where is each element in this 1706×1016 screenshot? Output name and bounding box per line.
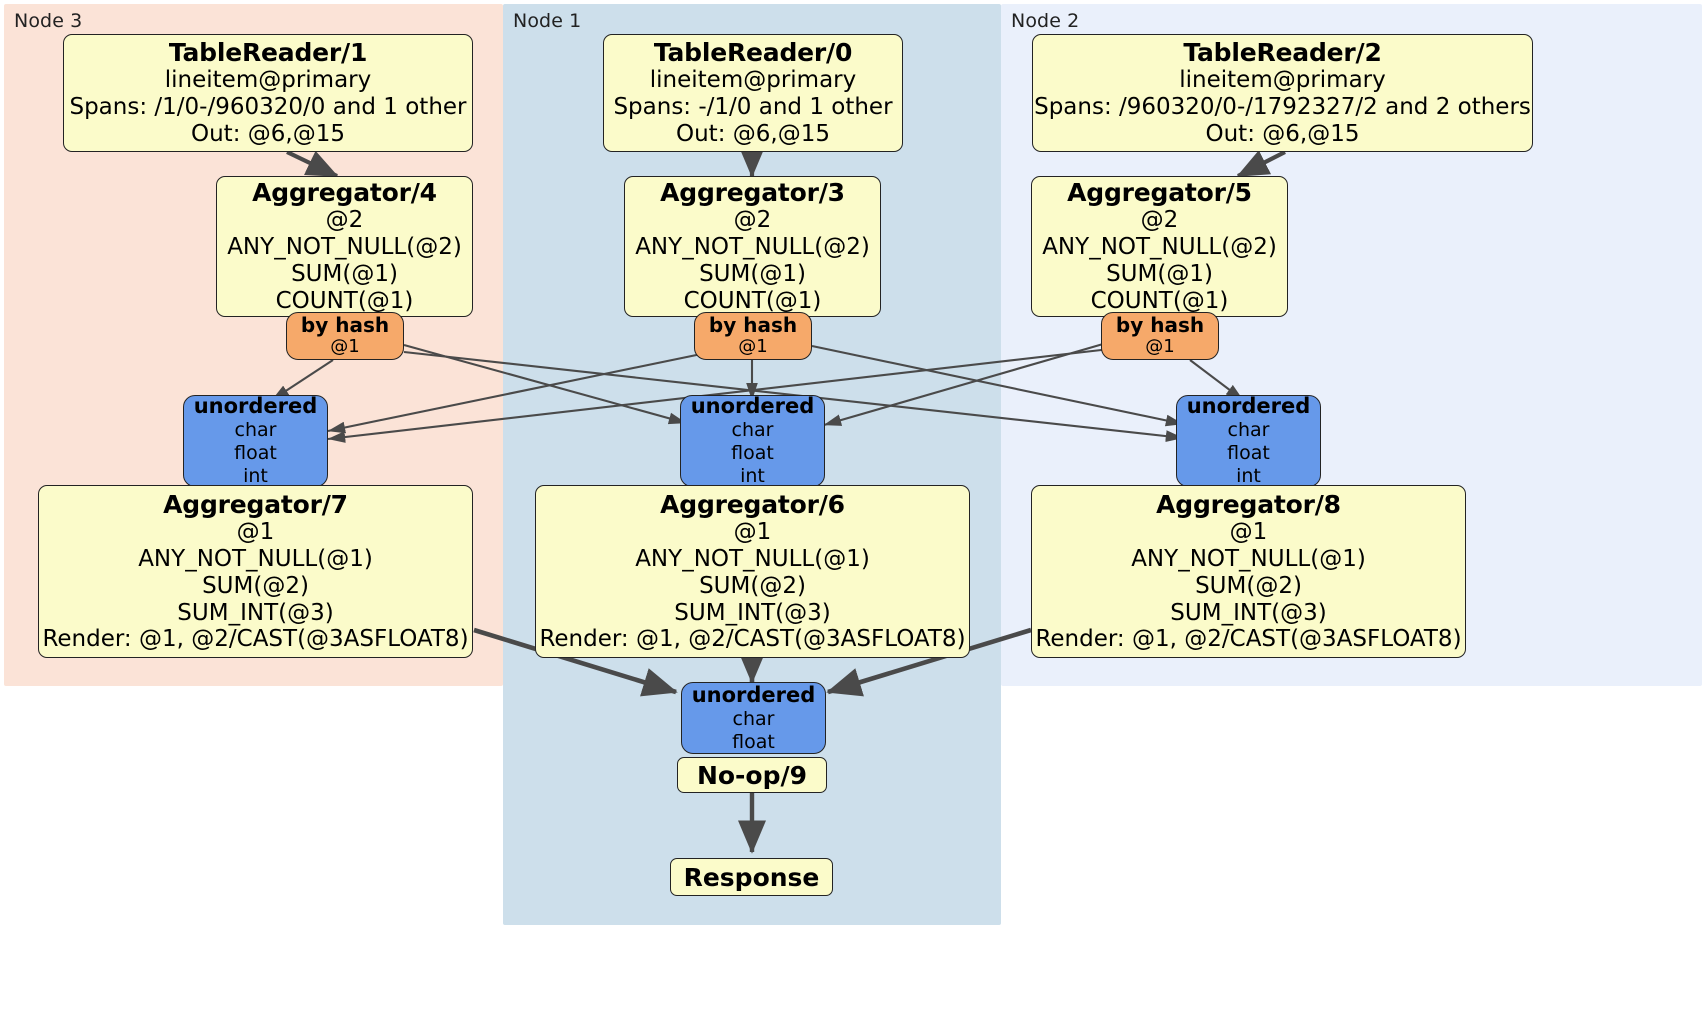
processor-aggregator-6[interactable]: Aggregator/6 @1 ANY_NOT_NULL(@1) SUM(@2)…: [535, 485, 970, 658]
processor-func-3: SUM_INT(@3): [674, 599, 831, 626]
processor-out: Out: @6,@15: [676, 121, 830, 148]
processor-func-1: ANY_NOT_NULL(@1): [635, 545, 870, 572]
node-panel-label-node1: Node 1: [513, 10, 582, 32]
processor-func-1: ANY_NOT_NULL(@1): [1131, 545, 1366, 572]
processor-noop-9[interactable]: No-op/9: [677, 757, 827, 793]
processor-func-1: ANY_NOT_NULL(@2): [1042, 234, 1277, 261]
input-synchronizer-unordered-left[interactable]: unordered char float int: [183, 394, 328, 487]
processor-title: Aggregator/7: [163, 489, 348, 519]
receiver-type-3: int: [243, 465, 268, 487]
processor-group: @1: [1229, 518, 1268, 545]
processor-func-1: ANY_NOT_NULL(@2): [227, 234, 462, 261]
router-title: by hash: [1115, 312, 1205, 337]
processor-func-2: SUM(@1): [291, 261, 398, 288]
processor-group: @2: [325, 207, 364, 234]
processor-tablereader-0[interactable]: TableReader/0 lineitem@primary Spans: -/…: [603, 34, 903, 152]
processor-tablereader-1[interactable]: TableReader/1 lineitem@primary Spans: /1…: [63, 34, 473, 152]
output-router-by-hash-center[interactable]: by hash @1: [694, 312, 812, 360]
router-column: @1: [330, 336, 360, 358]
router-title: by hash: [300, 312, 390, 337]
node-panel-label-node2: Node 2: [1011, 10, 1080, 32]
processor-func-2: SUM(@2): [699, 572, 806, 599]
response-title: Response: [683, 862, 820, 892]
edge-tablereader-to-aggregator: [286, 145, 1286, 178]
processor-aggregator-5[interactable]: Aggregator/5 @2 ANY_NOT_NULL(@2) SUM(@1)…: [1031, 176, 1288, 317]
node-response[interactable]: Response: [670, 858, 833, 896]
receiver-title: unordered: [193, 394, 318, 419]
processor-aggregator-8[interactable]: Aggregator/8 @1 ANY_NOT_NULL(@1) SUM(@2)…: [1031, 485, 1466, 658]
input-synchronizer-unordered-center[interactable]: unordered char float int: [680, 394, 825, 487]
processor-title: TableReader/0: [653, 38, 853, 68]
processor-func-2: SUM(@1): [1106, 261, 1213, 288]
processor-group: @1: [236, 518, 275, 545]
router-column: @1: [1145, 336, 1175, 358]
input-synchronizer-unordered-final[interactable]: unordered char float: [681, 682, 826, 754]
processor-title: Aggregator/8: [1156, 489, 1341, 519]
processor-func-3: COUNT(@1): [683, 288, 822, 315]
processor-func-3: SUM_INT(@3): [1170, 599, 1327, 626]
processor-group: @1: [733, 518, 772, 545]
processor-func-3: COUNT(@1): [1090, 288, 1229, 315]
processor-title: Aggregator/4: [252, 178, 437, 208]
router-column: @1: [738, 336, 768, 358]
processor-func-2: SUM(@2): [1195, 572, 1302, 599]
processor-aggregator-3[interactable]: Aggregator/3 @2 ANY_NOT_NULL(@2) SUM(@1)…: [624, 176, 881, 317]
receiver-title: unordered: [691, 682, 816, 707]
processor-aggregator-7[interactable]: Aggregator/7 @1 ANY_NOT_NULL(@1) SUM(@2)…: [38, 485, 473, 658]
processor-func-2: SUM(@1): [699, 261, 806, 288]
node-panel-label-node3: Node 3: [14, 10, 83, 32]
receiver-type-2: float: [731, 442, 774, 465]
processor-source: lineitem@primary: [649, 67, 857, 94]
processor-render: Render: @1, @2/CAST(@3ASFLOAT8): [539, 626, 966, 653]
processor-aggregator-4[interactable]: Aggregator/4 @2 ANY_NOT_NULL(@2) SUM(@1)…: [216, 176, 473, 317]
processor-source: lineitem@primary: [1179, 67, 1386, 94]
receiver-type-2: float: [1227, 442, 1270, 465]
processor-func-1: ANY_NOT_NULL(@1): [138, 545, 373, 572]
processor-group: @2: [1140, 207, 1179, 234]
receiver-title: unordered: [1186, 394, 1311, 419]
receiver-type-2: float: [732, 730, 775, 753]
processor-title: Aggregator/5: [1067, 178, 1252, 208]
processor-tablereader-2[interactable]: TableReader/2 lineitem@primary Spans: /9…: [1032, 34, 1533, 152]
processor-title: TableReader/2: [1183, 38, 1382, 68]
processor-render: Render: @1, @2/CAST(@3ASFLOAT8): [42, 626, 469, 653]
processor-spans: Spans: /960320/0-/1792327/2 and 2 others: [1034, 94, 1531, 121]
receiver-type-1: char: [1227, 419, 1270, 442]
router-title: by hash: [708, 312, 798, 337]
processor-title: TableReader/1: [168, 38, 368, 68]
receiver-title: unordered: [690, 394, 815, 419]
input-synchronizer-unordered-right[interactable]: unordered char float int: [1176, 394, 1321, 487]
processor-title: Aggregator/6: [660, 489, 845, 519]
processor-group: @2: [733, 207, 772, 234]
processor-title: Aggregator/3: [660, 178, 845, 208]
processor-func-1: ANY_NOT_NULL(@2): [635, 234, 870, 261]
edge-aggregator-to-final-receiver: [473, 627, 1032, 697]
processor-func-3: SUM_INT(@3): [177, 599, 334, 626]
processor-spans: Spans: -/1/0 and 1 other: [613, 94, 893, 121]
processor-out: Out: @6,@15: [1205, 121, 1360, 148]
receiver-type-1: char: [732, 707, 775, 730]
edge-hash-router-mesh: [271, 340, 1244, 443]
processor-render: Render: @1, @2/CAST(@3ASFLOAT8): [1035, 626, 1462, 653]
receiver-type-2: float: [234, 442, 277, 465]
processor-spans: Spans: /1/0-/960320/0 and 1 other: [69, 94, 467, 121]
receiver-type-1: char: [234, 419, 277, 442]
output-router-by-hash-left[interactable]: by hash @1: [286, 312, 404, 360]
receiver-type-1: char: [731, 419, 774, 442]
receiver-type-3: int: [740, 465, 765, 487]
processor-out: Out: @6,@15: [191, 121, 345, 148]
receiver-type-3: int: [1236, 465, 1261, 487]
processor-func-2: SUM(@2): [202, 572, 309, 599]
processor-source: lineitem@primary: [164, 67, 372, 94]
output-router-by-hash-right[interactable]: by hash @1: [1101, 312, 1219, 360]
processor-title: No-op/9: [696, 760, 808, 790]
processor-func-3: COUNT(@1): [275, 288, 414, 315]
